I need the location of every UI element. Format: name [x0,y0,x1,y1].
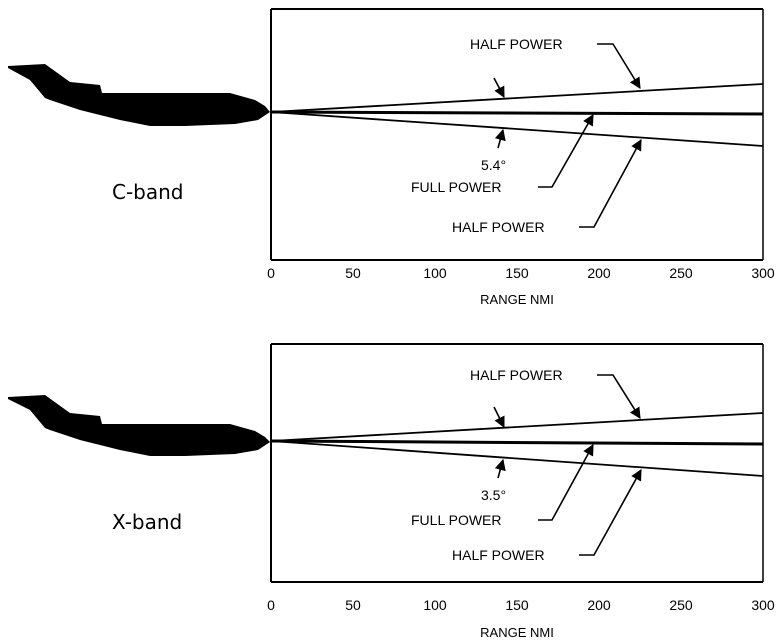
full-power-label: FULL POWER [411,179,502,195]
half-power-top-line [270,83,764,113]
full-power-label: FULL POWER [411,512,502,528]
band-label: C-band [112,180,184,204]
half-power-bottom-label: HALF POWER [452,219,545,235]
half-power-top-line [270,412,764,442]
x-axis-label: RANGE NMI [480,625,554,640]
x-tick-label: 250 [669,597,693,613]
full-power-line [270,110,764,116]
x-axis-label: RANGE NMI [480,292,554,307]
half-power-top-label: HALF POWER [470,36,563,52]
aircraft-silhouette [8,395,270,456]
x-tick-label: 50 [345,265,361,281]
x-tick-label: 150 [505,597,529,613]
x-tick-label: 150 [505,265,529,281]
x-axis-ticks: 0 50 100 150 200 250 300 [267,597,775,613]
half-power-top-label: HALF POWER [470,367,563,383]
panel-c-band: 5.4° HALF POWER FULL POWER HALF POWER C-… [8,8,775,307]
x-tick-label: 300 [751,265,775,281]
band-label: X-band [112,510,182,534]
full-power-line [270,439,764,446]
x-tick-label: 0 [267,597,275,613]
half-power-bottom-label: HALF POWER [452,547,545,563]
x-tick-label: 100 [423,265,447,281]
x-tick-label: 0 [267,265,275,281]
aircraft-silhouette [8,64,270,126]
x-tick-label: 200 [587,265,611,281]
half-power-bottom-line [270,440,764,477]
x-tick-label: 300 [751,597,775,613]
beam-angle-label: 3.5° [481,487,506,503]
x-tick-label: 50 [345,597,361,613]
beam-angle-label: 5.4° [481,157,506,173]
x-tick-label: 100 [423,597,447,613]
x-tick-label: 200 [587,597,611,613]
panel-x-band: 3.5° HALF POWER FULL POWER HALF POWER X-… [8,343,775,640]
half-power-bottom-line [270,111,764,147]
x-tick-label: 250 [669,265,693,281]
x-axis-ticks: 0 50 100 150 200 250 300 [267,265,775,281]
